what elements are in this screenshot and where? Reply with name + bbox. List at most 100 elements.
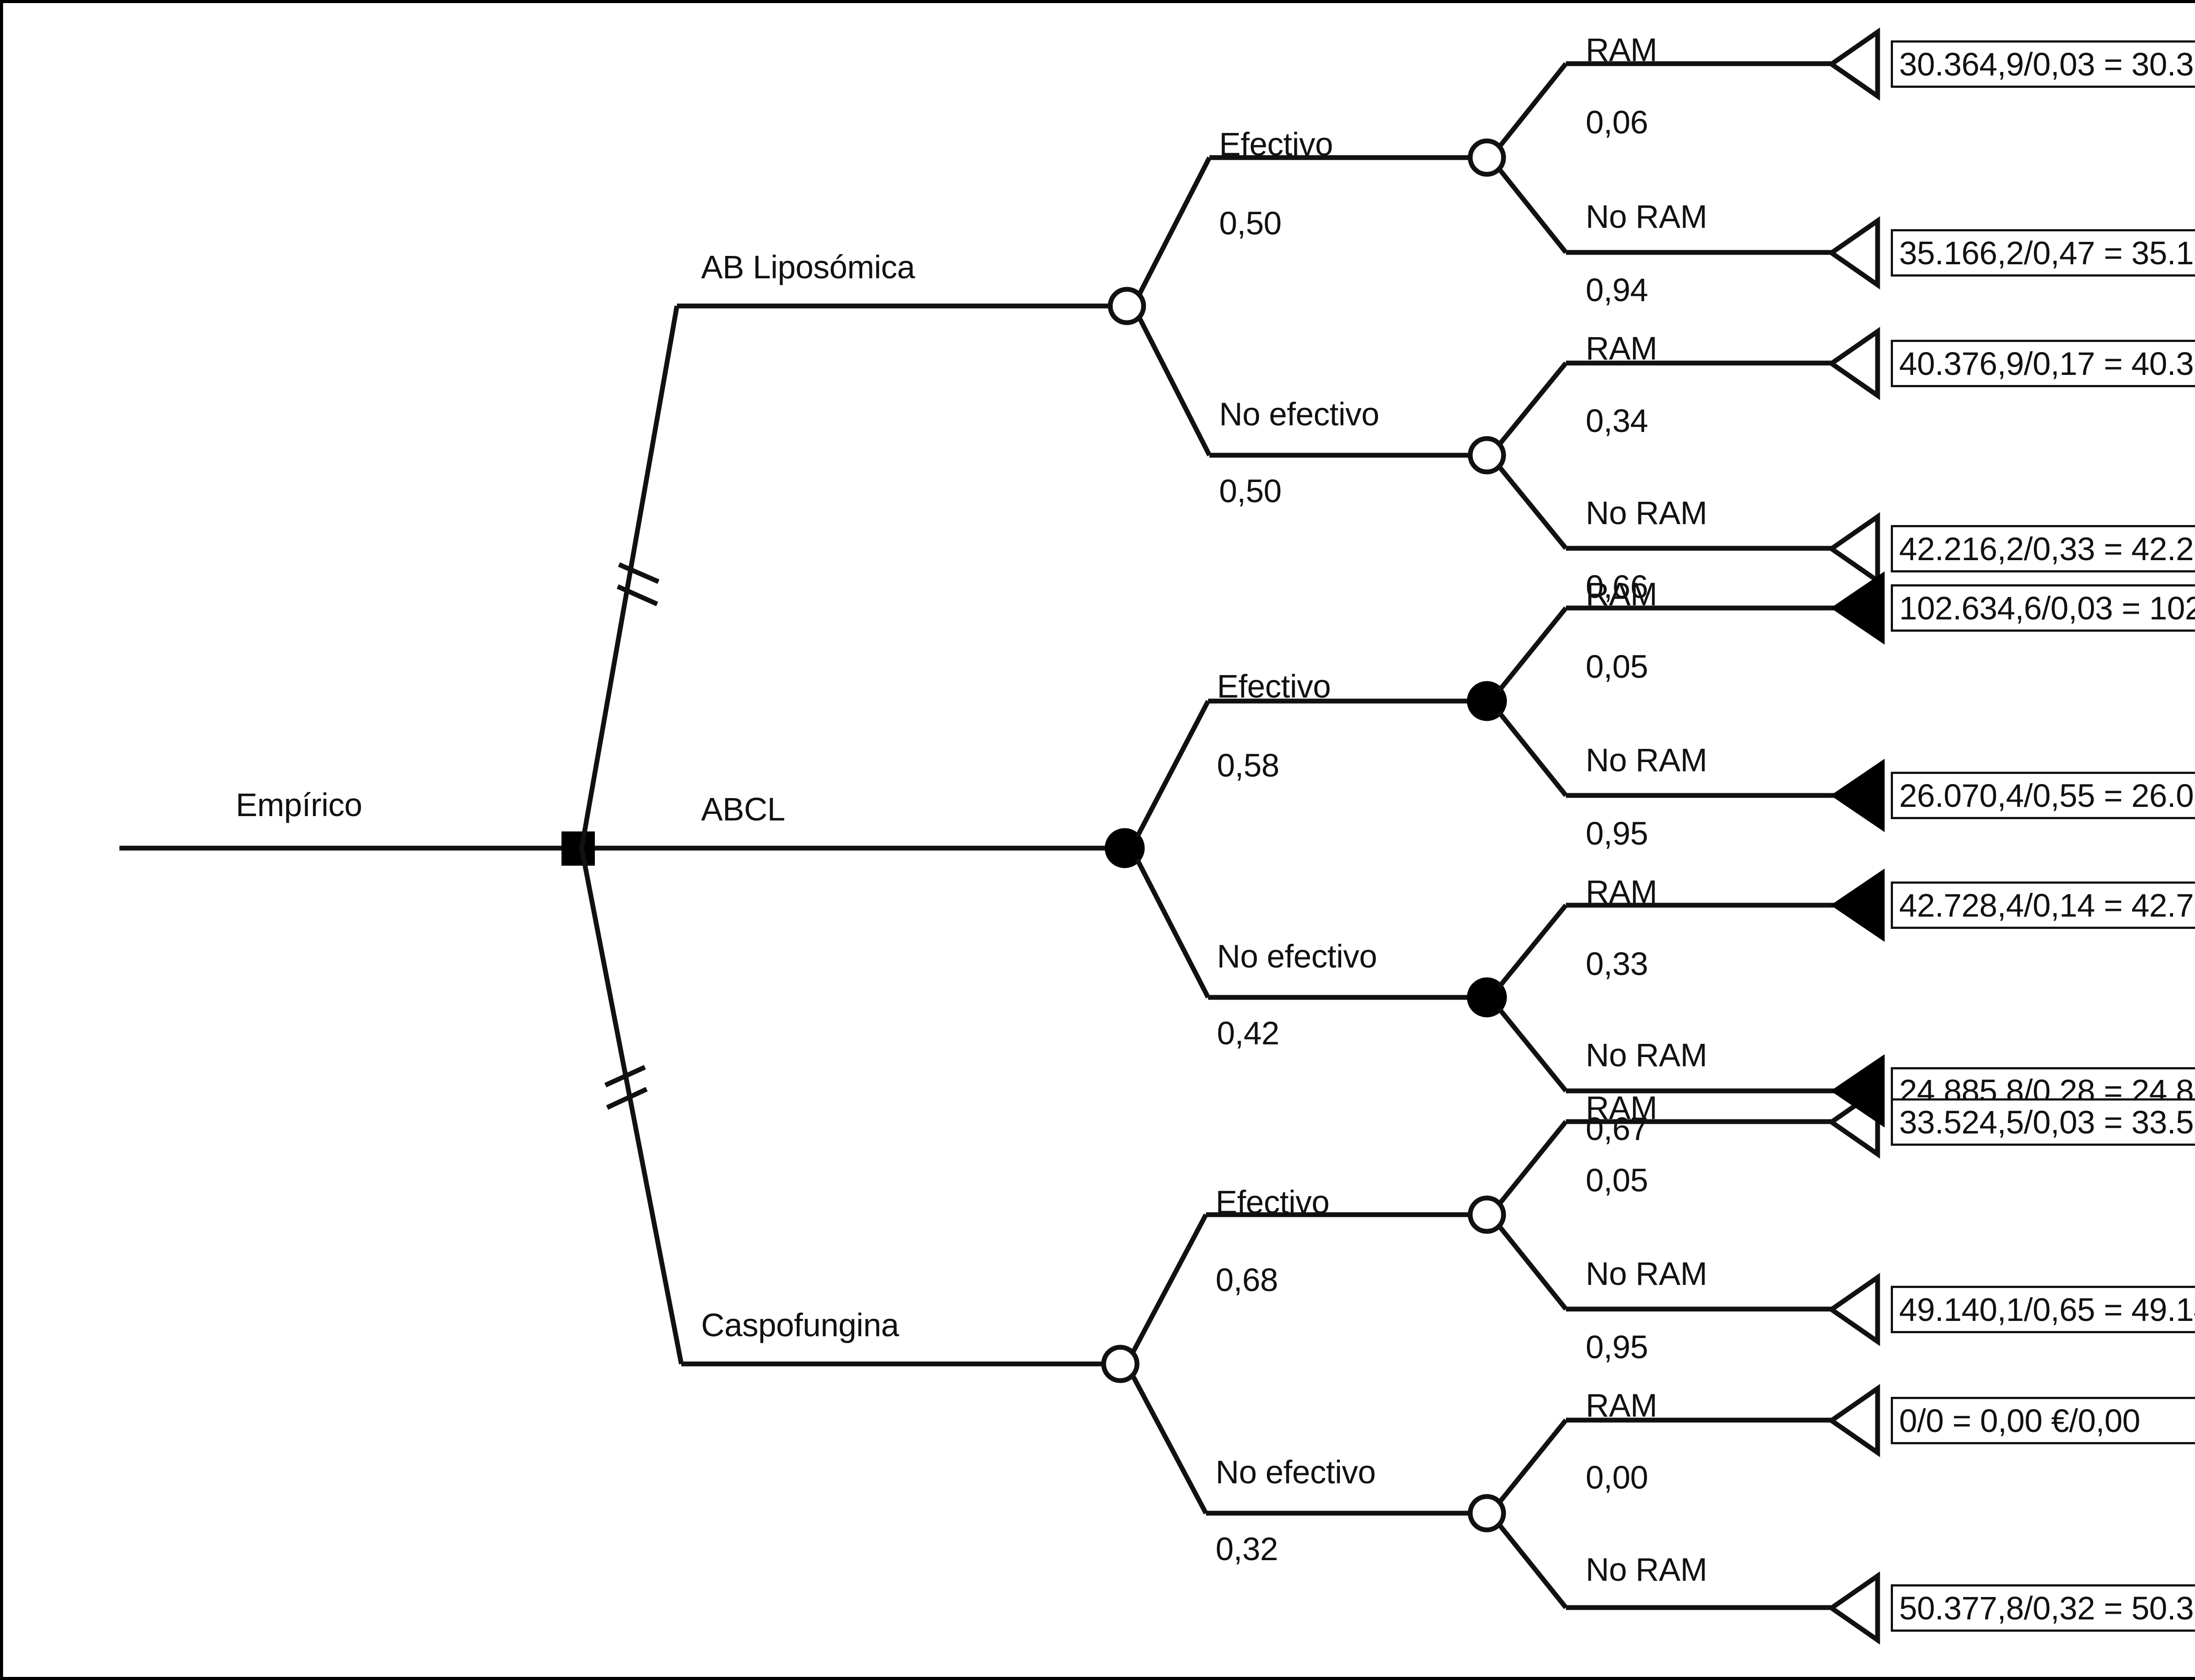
outcome-label-ab-efectivo: Efectivo	[1219, 126, 1333, 162]
outcome-label-ab-no-efectivo: No efectivo	[1219, 396, 1379, 432]
terminal-node-filled	[1830, 1054, 1885, 1128]
outcome-label-casp-no-efectivo: No efectivo	[1216, 1454, 1376, 1490]
chance-node-ab-efectivo	[1468, 138, 1506, 177]
pruned-mark-lower-2	[606, 1087, 648, 1110]
root-label: Empírico	[236, 787, 362, 823]
edge-abcl-ef-ram	[1497, 606, 1568, 692]
edge-ab-efectivo	[1137, 156, 1212, 296]
event-label-ram: RAM	[1586, 330, 1657, 367]
edge-ab-ne-ram	[1497, 361, 1568, 446]
chance-node-abcl	[1105, 828, 1145, 868]
payoff-value: 50.377,8/0,32 = 50.377,8 €/0,32	[1899, 1590, 2195, 1626]
edge-ab-ef-ram	[1497, 62, 1568, 149]
event-prob-ram: 0,34	[1586, 403, 1648, 439]
chance-node-caspofungina	[1101, 1345, 1140, 1383]
edge-abcl-efectivo	[1135, 700, 1210, 838]
terminal-node-open	[1827, 216, 1880, 290]
pruned-mark-upper-2	[616, 584, 658, 607]
payoff-box: 40.376,9/0,17 = 40.376,9 €/0,17	[1891, 340, 2195, 387]
payoff-value: 30.364,9/0,03 = 30.364,9 €/0,03	[1899, 46, 2195, 83]
terminal-node-filled	[1830, 571, 1885, 645]
event-prob-ram: 0,33	[1586, 946, 1648, 982]
event-prob-no-ram: 0,94	[1586, 272, 1648, 308]
outcome-prob-abcl-efectivo: 0,58	[1217, 747, 1280, 784]
outcome-prob-ab-efectivo: 0,50	[1219, 205, 1282, 241]
event-label-ram: RAM	[1586, 1090, 1657, 1126]
event-label-ram: RAM	[1586, 576, 1657, 612]
payoff-value: 26.070,4/0,55 = 26.070,4 €/0,55	[1899, 777, 2195, 814]
event-label-no-ram: No RAM	[1586, 1551, 1707, 1588]
terminal-node-open	[1827, 1571, 1880, 1645]
event-prob-no-ram: 0,95	[1586, 1329, 1648, 1365]
event-label-no-ram: No RAM	[1586, 198, 1707, 235]
edge-ab-ef-noram	[1497, 167, 1568, 254]
payoff-box: 49.140,1/0,65 = 49.140,1 €/0,65	[1891, 1286, 2195, 1333]
edge-casp-efectivo	[1130, 1213, 1208, 1354]
payoff-box: 102.634,6/0,03 = 102.634,6 €/0,03	[1891, 584, 2195, 632]
chance-node-ab-no-efectivo	[1468, 436, 1506, 475]
outcome-prob-ab-no-efectivo: 0,50	[1219, 473, 1282, 509]
payoff-value: 0/0 = 0,00 €/0,00	[1899, 1402, 2141, 1439]
pruned-mark-lower-1	[604, 1065, 646, 1088]
event-prob-no-ram: 0,67	[1586, 1111, 1648, 1147]
edge-abcl-no-efectivo	[1135, 858, 1210, 999]
branch-label-abcl: ABCL	[701, 791, 785, 827]
terminal-node-filled	[1830, 759, 1885, 832]
payoff-box: 30.364,9/0,03 = 30.364,9 €/0,03	[1891, 40, 2195, 88]
edge-casp-ne-ram	[1497, 1418, 1568, 1504]
payoff-value: 42.728,4/0,14 = 42.728,4 €/0,14	[1899, 887, 2195, 924]
decision-node-root	[561, 831, 595, 866]
outcome-prob-abcl-no-efectivo: 0,42	[1217, 1015, 1280, 1051]
edge-casp-no-efectivo	[1130, 1374, 1208, 1515]
payoff-box: 35.166,2/0,47 = 35.166,2 €/0,47	[1891, 229, 2195, 277]
edge-ab-no-efectivo	[1137, 316, 1212, 457]
branch-label-caspofungina: Caspofungina	[701, 1307, 899, 1343]
payoff-box: 0/0 = 0,00 €/0,00	[1891, 1397, 2195, 1444]
event-prob-ram: 0,05	[1586, 648, 1648, 685]
payoff-box: 50.377,8/0,32 = 50.377,8 €/0,32	[1891, 1584, 2195, 1632]
chance-node-ab-liposomica	[1108, 287, 1146, 325]
event-label-ram: RAM	[1586, 874, 1657, 910]
payoff-value: 35.166,2/0,47 = 35.166,2 €/0,47	[1899, 234, 2195, 271]
payoff-value: 49.140,1/0,65 = 49.140,1 €/0,65	[1899, 1291, 2195, 1328]
outcome-label-abcl-no-efectivo: No efectivo	[1217, 938, 1377, 975]
payoff-box: 26.070,4/0,55 = 26.070,4 €/0,55	[1891, 772, 2195, 819]
payoff-box: 42.216,2/0,33 = 42.216,2 €/0,33	[1891, 525, 2195, 572]
outcome-prob-casp-efectivo: 0,68	[1216, 1262, 1278, 1298]
edge-casp-ne-noram	[1497, 1523, 1568, 1609]
chance-node-casp-efectivo	[1468, 1195, 1506, 1234]
event-prob-no-ram: 0,95	[1586, 815, 1648, 852]
connector-caspofungina	[579, 847, 684, 1365]
event-label-no-ram: No RAM	[1586, 495, 1707, 531]
edge-abcl-ef-noram	[1497, 711, 1568, 797]
tree-canvas	[119, 27, 1885, 1645]
connector-ab-liposomica	[579, 306, 680, 849]
chance-node-casp-no-efectivo	[1468, 1494, 1506, 1533]
outcome-label-abcl-efectivo: Efectivo	[1217, 668, 1331, 705]
event-label-ram: RAM	[1586, 1387, 1657, 1424]
edge-abcl-ne-noram	[1497, 1007, 1568, 1093]
chance-node-abcl-no-efectivo	[1467, 977, 1507, 1018]
edge-ab-ne-noram	[1497, 465, 1568, 550]
terminal-node-open	[1827, 1273, 1880, 1346]
edge-abcl-ne-ram	[1497, 903, 1568, 989]
outcome-prob-casp-no-efectivo: 0,32	[1216, 1531, 1278, 1567]
pruned-mark-upper-1	[618, 562, 660, 584]
payoff-box: 33.524,5/0,03 = 33.524,5 €/0,03	[1891, 1098, 2195, 1146]
payoff-value: 33.524,5/0,03 = 33.524,5 €/0,03	[1899, 1104, 2195, 1140]
event-label-ram: RAM	[1586, 32, 1657, 68]
terminal-node-open	[1827, 27, 1880, 101]
payoff-value: 42.216,2/0,33 = 42.216,2 €/0,33	[1899, 530, 2195, 567]
event-prob-ram: 0,05	[1586, 1162, 1648, 1198]
terminal-node-filled	[1830, 868, 1885, 942]
edge-casp-ef-noram	[1497, 1224, 1568, 1311]
chance-node-abcl-efectivo	[1467, 681, 1507, 721]
outcome-label-casp-efectivo: Efectivo	[1216, 1184, 1330, 1220]
event-label-no-ram: No RAM	[1586, 742, 1707, 778]
terminal-node-open	[1827, 1384, 1880, 1457]
event-label-no-ram: No RAM	[1586, 1256, 1707, 1292]
edge-casp-ef-ram	[1497, 1120, 1568, 1206]
terminal-node-open	[1827, 512, 1880, 586]
event-prob-ram: 0,06	[1586, 104, 1648, 140]
